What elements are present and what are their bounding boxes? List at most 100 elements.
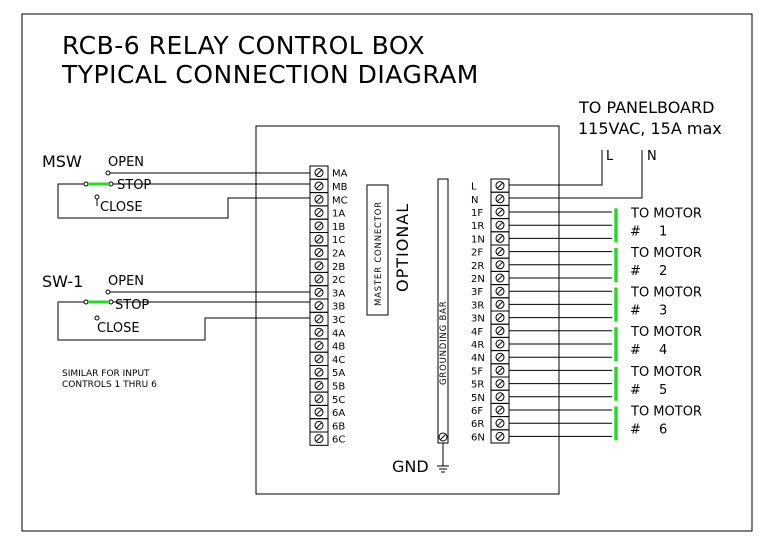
left-terminal-label: 3B (332, 302, 345, 313)
right-terminal: 4R (471, 336, 510, 352)
right-terminal-label: 6R (471, 419, 484, 430)
left-terminal-strip: MAMBMC1A1B1C2A2B2C3A3B3C4A4B4C5A5B5C6A6B… (309, 165, 348, 446)
right-terminal: L (471, 178, 510, 193)
left-terminal: 3C (309, 311, 345, 327)
right-terminal: 6R (471, 416, 510, 431)
right-terminal: 3R (471, 297, 510, 312)
left-terminal: 5B (309, 378, 345, 393)
left-terminal: 5C (309, 391, 345, 406)
motor-hash: # (630, 383, 641, 398)
left-terminal-label: 4C (332, 355, 345, 366)
right-terminal-label: 4R (471, 340, 484, 351)
right-terminal-label: 2R (471, 261, 484, 272)
left-terminal: 2B (309, 258, 345, 273)
gnd-label: GND (392, 457, 429, 476)
motor-number: 3 (659, 304, 667, 319)
motor-label: TO MOTOR (630, 325, 702, 340)
motor-label: TO MOTOR (630, 365, 702, 380)
left-terminal: 5A (309, 365, 345, 380)
motor-hash: # (630, 224, 641, 239)
motor-label: TO MOTOR (630, 286, 702, 301)
right-terminal-label: N (471, 195, 478, 206)
msw-close-label: CLOSE (100, 200, 143, 215)
relay-control-box (255, 125, 560, 495)
right-terminal-label: 3N (471, 314, 485, 325)
left-terminal: 4A (309, 325, 345, 340)
msw-switch (83, 170, 114, 200)
left-terminal: 3B (309, 298, 345, 313)
motor-group: TO MOTOR#4 (614, 325, 702, 362)
right-terminal: 5N (471, 389, 510, 404)
motor-group: TO MOTOR#2 (614, 246, 702, 282)
right-terminal-label: 5N (471, 393, 485, 404)
left-terminal: 4B (309, 338, 345, 353)
sw1-switch (83, 289, 114, 321)
left-terminal-label: 5C (332, 395, 345, 406)
left-terminal: 1A (309, 205, 345, 220)
left-terminal: 2C (309, 271, 345, 287)
right-terminal-label: 5F (471, 366, 483, 377)
left-terminal-label: MB (332, 182, 348, 193)
right-terminal-label: 6N (471, 432, 485, 443)
right-terminal: 3F (471, 284, 510, 299)
motor-hash: # (630, 343, 641, 358)
panelboard-l-label: L (606, 149, 614, 164)
panelboard-line-1: TO PANELBOARD (578, 98, 714, 117)
right-terminal: 2R (471, 257, 510, 272)
motor-label: TO MOTOR (630, 206, 702, 221)
left-terminal: 2A (309, 245, 345, 260)
right-terminal-label: L (471, 182, 477, 193)
left-terminal: 4C (309, 351, 345, 367)
grounding-bar-label: GROUNDING BAR (439, 301, 449, 385)
sw1-label: SW-1 (42, 272, 83, 291)
panelboard-line-2: 115VAC, 15A max (578, 119, 722, 138)
right-terminal: 1N (471, 231, 510, 246)
wire-l (509, 150, 603, 186)
left-terminal-label: MC (332, 195, 348, 206)
msw-wire-close (57, 183, 310, 219)
left-terminal-label: 4B (332, 342, 345, 353)
title-line-2: TYPICAL CONNECTION DIAGRAM (61, 60, 479, 89)
left-terminal: 6B (309, 418, 345, 433)
right-terminal: N (471, 191, 510, 206)
master-connector (366, 184, 389, 316)
right-terminal: 2F (471, 244, 510, 259)
right-terminal: 2N (471, 270, 510, 286)
left-terminal-label: 1B (332, 222, 345, 233)
wire-n (509, 150, 643, 199)
sw1-open-label: OPEN (108, 274, 144, 289)
right-terminal-label: 5R (471, 380, 484, 391)
right-terminal-label: 4F (471, 327, 483, 338)
outer-frame (21, 13, 753, 532)
left-terminal-label: 2A (332, 248, 345, 259)
right-terminal-label: 3F (471, 287, 483, 298)
left-terminal-label: 2B (332, 262, 345, 273)
right-terminal: 5R (471, 376, 510, 391)
motor-group: TO MOTOR #1 (614, 206, 702, 243)
left-terminal: MA (309, 165, 348, 180)
right-terminal: 1F (471, 204, 510, 220)
msw-label: MSW (42, 152, 82, 171)
left-terminal-label: 3C (332, 315, 345, 326)
motor-number: 1 (659, 224, 667, 239)
motor-groups: TO MOTOR#1TO MOTOR#2TO MOTOR#3TO MOTOR#4… (614, 206, 702, 441)
left-terminal-label: 4A (332, 328, 345, 339)
right-terminal-label: 4N (471, 353, 485, 364)
right-terminal-label: 3R (471, 300, 484, 311)
motor-number: 2 (659, 264, 667, 279)
left-terminal-label: 1C (332, 235, 345, 246)
left-terminal: MB (309, 178, 348, 194)
right-terminal: 3N (471, 310, 510, 325)
left-terminal-label: 5B (332, 381, 345, 392)
right-terminal-label: 2F (471, 248, 483, 259)
panelboard-n-label: N (647, 149, 657, 164)
motor-label: TO MOTOR (630, 404, 702, 419)
sw1-close-label: CLOSE (97, 321, 140, 336)
grounding-bar-screw (438, 432, 448, 442)
left-terminal-label: 2C (332, 275, 345, 286)
motor-group: TO MOTOR#5 (614, 365, 702, 401)
left-terminal-label: 5A (332, 368, 345, 379)
right-terminal: 4N (471, 350, 510, 365)
